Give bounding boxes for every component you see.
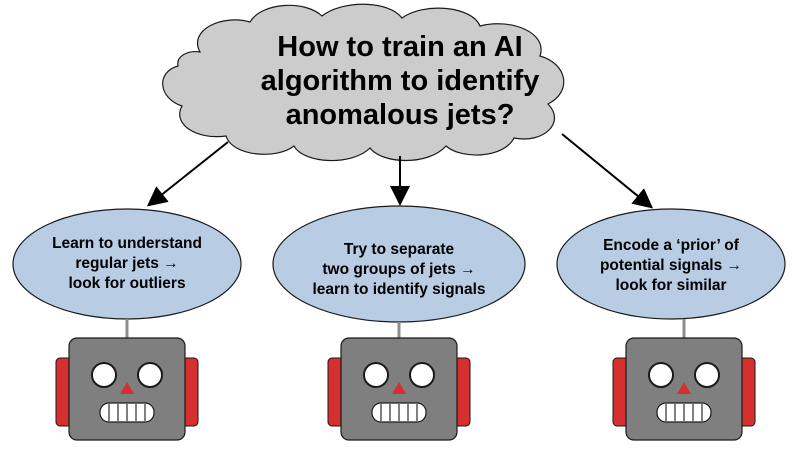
approach-right-line-2: potential signals → (600, 257, 742, 274)
approach-middle-line-1: Try to separate (344, 241, 455, 258)
approach-left-line-2: regular jets → (75, 255, 178, 272)
cloud-shape (162, 3, 565, 162)
title-line-1: How to train an AI (277, 31, 522, 63)
approach-left-line-1: Learn to understand (52, 235, 202, 252)
title-line-3: anomalous jets? (286, 99, 515, 131)
approach-right: Encode a ‘prior’ of potential signals → … (556, 208, 786, 441)
arrow-left (146, 141, 229, 207)
thought-bubble-right (556, 208, 786, 320)
title-line-2: algorithm to identify (261, 65, 540, 97)
approach-right-line-3: look for similar (615, 277, 726, 294)
arrow-right (561, 133, 654, 209)
approach-middle-line-3: learn to identify signals (312, 281, 485, 298)
approach-left: Learn to understand regular jets → look … (12, 208, 242, 441)
approach-left-line-3: look for outliers (68, 275, 185, 292)
approach-middle: Try to separate two groups of jets → lea… (272, 205, 526, 441)
robot-icon (327, 322, 471, 441)
approach-middle-line-2: two groups of jets → (322, 261, 475, 278)
robot-icon (612, 319, 756, 441)
robot-icon (55, 319, 199, 441)
approach-right-line-1: Encode a ‘prior’ of (603, 237, 740, 254)
question-cloud: How to train an AI algorithm to identify… (162, 3, 565, 162)
